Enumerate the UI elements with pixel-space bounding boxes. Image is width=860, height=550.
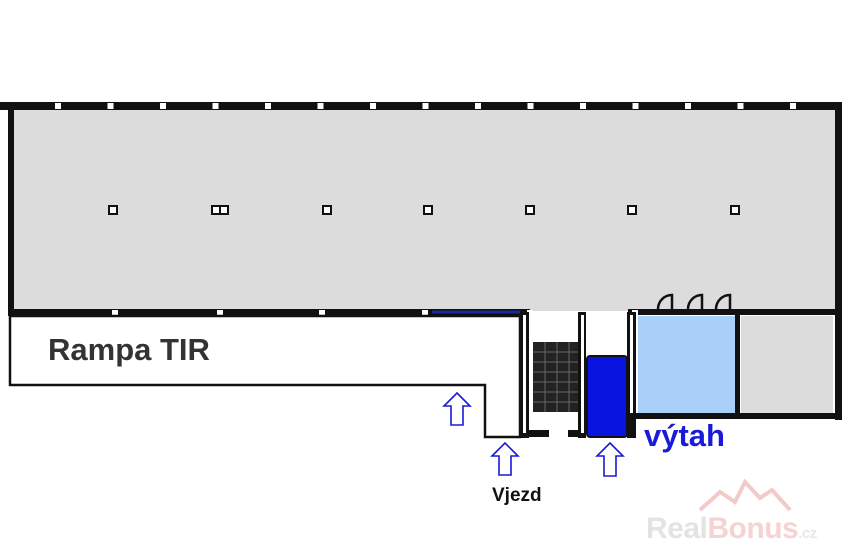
wall-tick — [265, 103, 271, 109]
wall-tick — [685, 103, 691, 109]
elevator-label: výtah — [644, 418, 725, 453]
wall-tick — [527, 103, 534, 109]
wall-tick — [632, 103, 639, 109]
wall-tick — [422, 103, 429, 109]
pillar — [730, 205, 740, 215]
right-wall — [835, 102, 842, 420]
wall-tick — [580, 103, 586, 109]
pillar — [219, 205, 229, 215]
top-wall — [0, 102, 842, 110]
watermark-house-icon — [698, 478, 792, 512]
pillar — [322, 205, 332, 215]
pillar — [211, 205, 221, 215]
wall-tick — [422, 310, 428, 315]
wall-tick — [319, 310, 325, 315]
arrow-up-icon — [442, 391, 472, 426]
wall-tick — [737, 103, 744, 109]
wall-tick — [55, 103, 61, 109]
wall-tick — [317, 103, 324, 109]
wall-tick — [790, 103, 796, 109]
wall-tick — [475, 103, 481, 109]
wall-tick — [527, 310, 533, 315]
left-wall — [8, 110, 14, 316]
arrow-up-icon — [490, 441, 520, 476]
watermark-cz: .cz — [798, 525, 817, 542]
hall-bottom-wall-right — [628, 309, 842, 315]
wall-tick — [107, 103, 114, 109]
wall-tick — [112, 310, 118, 315]
hall-bottom-wall — [8, 309, 530, 315]
wall-tick — [160, 103, 166, 109]
ramp-label: Rampa TIR — [48, 332, 210, 367]
watermark-real: Real — [646, 512, 708, 545]
pillar — [423, 205, 433, 215]
elevator-room — [638, 316, 735, 413]
elevator — [586, 355, 628, 438]
wall-tick — [370, 103, 376, 109]
watermark-bonus: Bonus — [707, 512, 799, 545]
door-arcs — [656, 293, 732, 310]
pillar — [108, 205, 118, 215]
entrance-label: Vjezd — [492, 485, 542, 506]
pillar — [525, 205, 535, 215]
wall-tick — [212, 103, 219, 109]
wall-tick — [217, 310, 223, 315]
pillar — [627, 205, 637, 215]
side-room — [741, 316, 833, 413]
arrow-up-icon — [595, 441, 625, 477]
pillars — [108, 205, 740, 215]
watermark-logo: RealBonus.cz — [646, 512, 817, 546]
